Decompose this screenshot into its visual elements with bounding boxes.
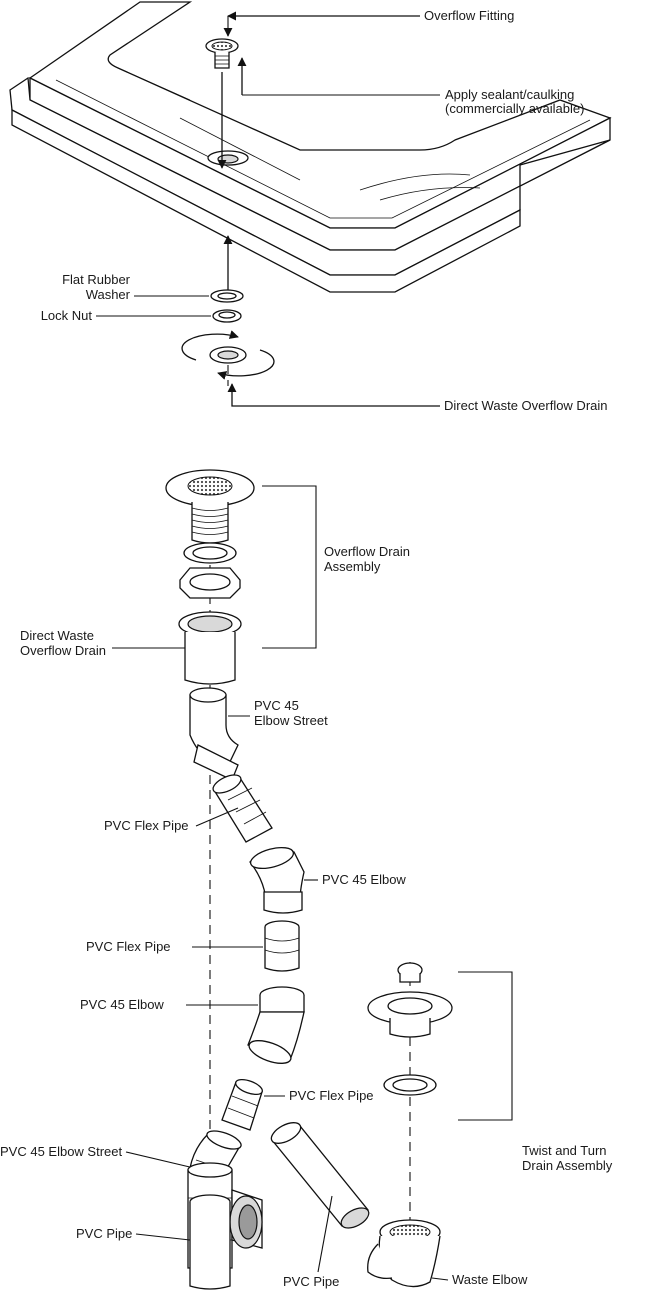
label-pvc45-elbow-street-2: Elbow Street: [254, 713, 328, 728]
tub-outline: [9, 1, 612, 293]
label-apply-sealant-2: (commercially available): [445, 101, 584, 116]
label-waste-elbow: Waste Elbow: [452, 1272, 528, 1287]
label-washer: Washer: [86, 287, 131, 302]
flat-rubber-washer-top: [210, 289, 244, 303]
overflow-fitting-part: [205, 38, 239, 69]
pvc-45-elbow-right: [249, 846, 305, 914]
label-overflow-drain-assembly-2: Assembly: [324, 559, 381, 574]
label-direct-waste: Direct Waste: [20, 628, 94, 643]
twist-turn-washer: [383, 1074, 437, 1096]
label-pvc-pipe-b: PVC Pipe: [283, 1274, 339, 1289]
twist-turn-stopper: [397, 962, 423, 983]
rubber-washer-exploded: [183, 542, 237, 564]
label-pvc-pipe-a: PVC Pipe: [76, 1226, 132, 1241]
overflow-fitting-exploded: [165, 469, 255, 544]
label-pvc-flex-pipe-a: PVC Flex Pipe: [104, 818, 189, 833]
label-twist-turn-1: Twist and Turn: [522, 1143, 607, 1158]
pvc-45-elbow-street-upper: [189, 687, 239, 781]
pvc-pipe-diagonal: [270, 1122, 370, 1229]
lock-nut-exploded: [179, 567, 241, 599]
direct-waste-leader-top: [227, 383, 440, 407]
label-pvc45-elbow-street-1: PVC 45: [254, 698, 299, 713]
pvc-flex-pipe-lower: [221, 1078, 263, 1131]
label-direct-waste-overflow-drain: Direct Waste Overflow Drain: [444, 398, 608, 413]
direct-waste-overflow-drain-top: [181, 330, 275, 380]
label-pvc-flex-pipe-c: PVC Flex Pipe: [289, 1088, 374, 1103]
label-apply-sealant: Apply sealant/caulking: [445, 87, 574, 102]
pvc-pipe-vertical: [189, 1194, 231, 1290]
label-overflow-fitting: Overflow Fitting: [424, 8, 514, 23]
pvc-flex-pipe-middle: [264, 920, 300, 972]
direct-waste-drain-exploded: [178, 611, 242, 685]
twist-turn-bracket: [458, 971, 513, 1121]
label-pvc-flex-pipe-b: PVC Flex Pipe: [86, 939, 171, 954]
pvc-flex-pipe-upper: [212, 774, 273, 843]
waste-elbow: [367, 1219, 441, 1288]
label-twist-turn-2: Drain Assembly: [522, 1158, 613, 1173]
label-overflow-drain-assembly: Overflow Drain: [324, 544, 410, 559]
pvc-45-elbow-middle: [247, 986, 305, 1064]
twist-turn-flange: [367, 991, 453, 1038]
label-lock-nut: Lock Nut: [41, 308, 93, 323]
label-pvc45-elbow-b: PVC 45 Elbow: [80, 997, 164, 1012]
label-flat-rubber: Flat Rubber: [62, 272, 131, 287]
overflow-assembly-bracket: [262, 485, 317, 649]
label-pvc45-elbow-a: PVC 45 Elbow: [322, 872, 406, 887]
label-pvc45-elbow-street-long: PVC 45 Elbow Street: [0, 1144, 123, 1159]
lock-nut-top: [212, 309, 242, 323]
label-direct-waste-2: Overflow Drain: [20, 643, 106, 658]
